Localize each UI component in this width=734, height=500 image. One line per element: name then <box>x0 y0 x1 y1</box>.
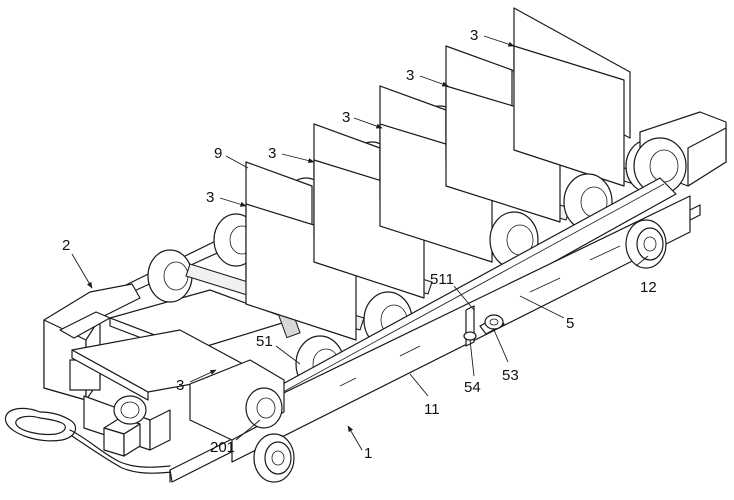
left-front-cap <box>189 359 285 441</box>
lock-bracket <box>463 305 505 347</box>
label-3-third: 3 <box>342 109 350 126</box>
label-2: 2 <box>62 237 70 254</box>
label-53: 53 <box>502 367 519 384</box>
label-12: 12 <box>640 279 657 296</box>
label-3-bottom: 3 <box>176 377 184 394</box>
label-5: 5 <box>566 315 574 332</box>
leader-lines <box>71 35 649 451</box>
label-3-second: 3 <box>406 67 414 84</box>
label-11: 11 <box>424 401 440 418</box>
label-511: 511 <box>430 271 454 288</box>
upright-plates <box>245 7 631 341</box>
label-3-top: 3 <box>470 27 478 44</box>
label-3-fifth: 3 <box>206 189 214 206</box>
label-1: 1 <box>364 445 372 462</box>
label-201: 201 <box>210 439 235 456</box>
reference-labels: 3 3 3 3 9 3 2 511 12 5 51 3 53 54 11 201… <box>62 27 657 462</box>
right-end-block <box>633 111 727 195</box>
label-54: 54 <box>464 379 481 396</box>
label-51: 51 <box>256 333 273 350</box>
wheels <box>253 219 667 483</box>
label-9: 9 <box>214 145 222 162</box>
label-3-fourth: 3 <box>268 145 276 162</box>
front-belt <box>231 177 691 463</box>
motor-box <box>103 395 147 457</box>
handle-loop <box>4 407 173 474</box>
